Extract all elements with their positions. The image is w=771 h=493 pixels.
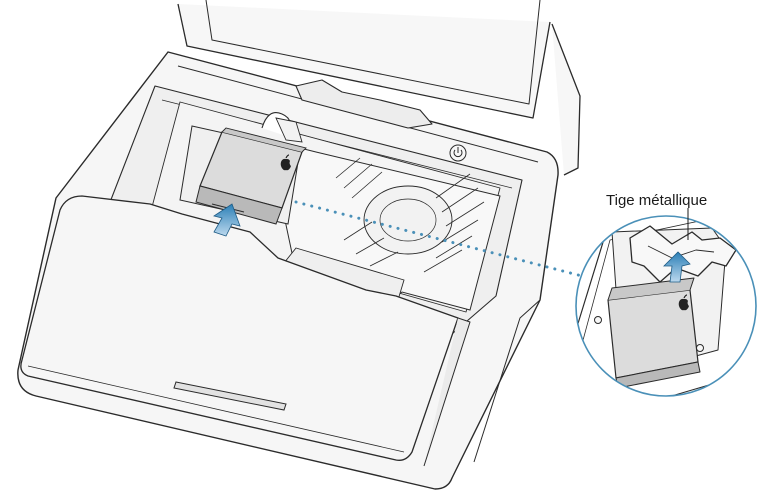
front-latch [173,381,287,411]
laptop-display-lid [177,0,581,176]
magnified-detail-view [575,208,757,397]
palm-rest [20,195,541,467]
power-button-icon [449,144,467,162]
arrow-up-icon [663,251,691,283]
arrow-up-icon [213,203,241,237]
apple-logo-icon [678,294,689,311]
callout-leader-line [294,200,584,278]
airport-card [179,112,307,225]
apple-logo-icon [280,154,291,171]
metal-bar-label: Tige métallique [606,192,708,209]
